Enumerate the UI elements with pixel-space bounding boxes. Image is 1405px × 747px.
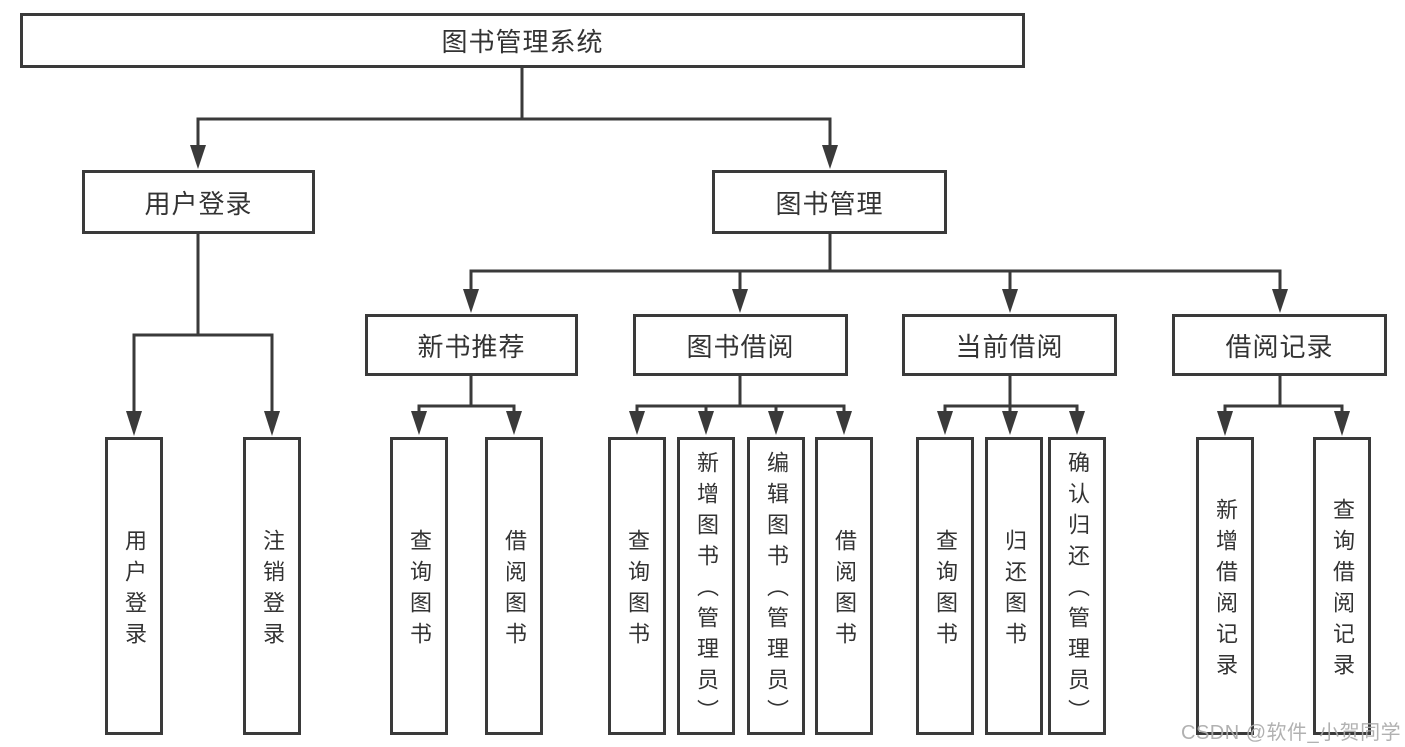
leaf-label: 确认归还（管理员） [1065, 451, 1090, 730]
csdn-watermark: CSDN @软件_小贺同学 [1181, 722, 1402, 744]
leaf-label: 借阅图书 [832, 528, 857, 653]
leaf-label: 新增图书（管理员） [694, 451, 719, 730]
leaf-label: 查询图书 [625, 528, 650, 653]
node-book-management: 图书管理 [712, 170, 947, 234]
leaf-logout: 注销登录 [243, 437, 301, 735]
arrowhead-icon [411, 411, 427, 435]
arrowhead-icon [1002, 411, 1018, 435]
node-current-borrowing: 当前借阅 [902, 314, 1117, 376]
arrowhead-icon [768, 411, 784, 435]
arrowhead-icon [1272, 289, 1288, 313]
arrowhead-icon [1002, 289, 1018, 313]
node-borrowing-records: 借阅记录 [1172, 314, 1387, 376]
leaf-edit-books-admin: 编辑图书（管理员） [747, 437, 805, 735]
arrowhead-icon [463, 289, 479, 313]
node-book-borrowing: 图书借阅 [633, 314, 848, 376]
leaf-return-books: 归还图书 [985, 437, 1043, 735]
leaf-add-books-admin: 新增图书（管理员） [677, 437, 735, 735]
leaf-label: 编辑图书（管理员） [764, 451, 789, 730]
leaf-label: 归还图书 [1002, 528, 1027, 653]
arrowhead-icon [732, 289, 748, 313]
leaf-query-borrow-record: 查询借阅记录 [1313, 437, 1371, 735]
leaf-query-books-recommend: 查询图书 [390, 437, 448, 735]
node-user-login: 用户登录 [82, 170, 315, 234]
arrowhead-icon [822, 145, 838, 169]
leaf-label: 新增借阅记录 [1213, 497, 1238, 684]
arrowhead-icon [1334, 411, 1350, 436]
leaf-borrow-books: 借阅图书 [815, 437, 873, 735]
arrowhead-icon [698, 411, 714, 435]
leaf-label: 借阅图书 [502, 528, 527, 653]
leaf-label: 用户登录 [122, 528, 147, 653]
arrowhead-icon [1217, 411, 1233, 436]
arrowhead-icon [264, 411, 280, 436]
arrowhead-icon [190, 145, 206, 169]
leaf-add-borrow-record: 新增借阅记录 [1196, 437, 1254, 735]
leaf-borrow-books-recommend: 借阅图书 [485, 437, 543, 735]
arrowhead-icon [836, 411, 852, 435]
leaf-confirm-return-admin: 确认归还（管理员） [1048, 437, 1106, 735]
arrowhead-icon [937, 411, 953, 435]
leaf-query-books-current: 查询图书 [916, 437, 974, 735]
leaf-label: 查询图书 [933, 528, 958, 653]
leaf-label: 查询借阅记录 [1330, 497, 1355, 684]
node-new-book-recommendation: 新书推荐 [365, 314, 578, 376]
leaf-query-books-borrowing: 查询图书 [608, 437, 666, 735]
arrowhead-icon [126, 411, 142, 436]
arrowhead-icon [629, 411, 645, 435]
arrowhead-layer [126, 145, 1350, 436]
leaf-label: 查询图书 [407, 528, 432, 653]
arrowhead-icon [1069, 411, 1085, 435]
node-library-management-system: 图书管理系统 [20, 13, 1025, 68]
leaf-label: 注销登录 [260, 528, 285, 653]
leaf-user-login: 用户登录 [105, 437, 163, 735]
arrowhead-icon [506, 411, 522, 435]
